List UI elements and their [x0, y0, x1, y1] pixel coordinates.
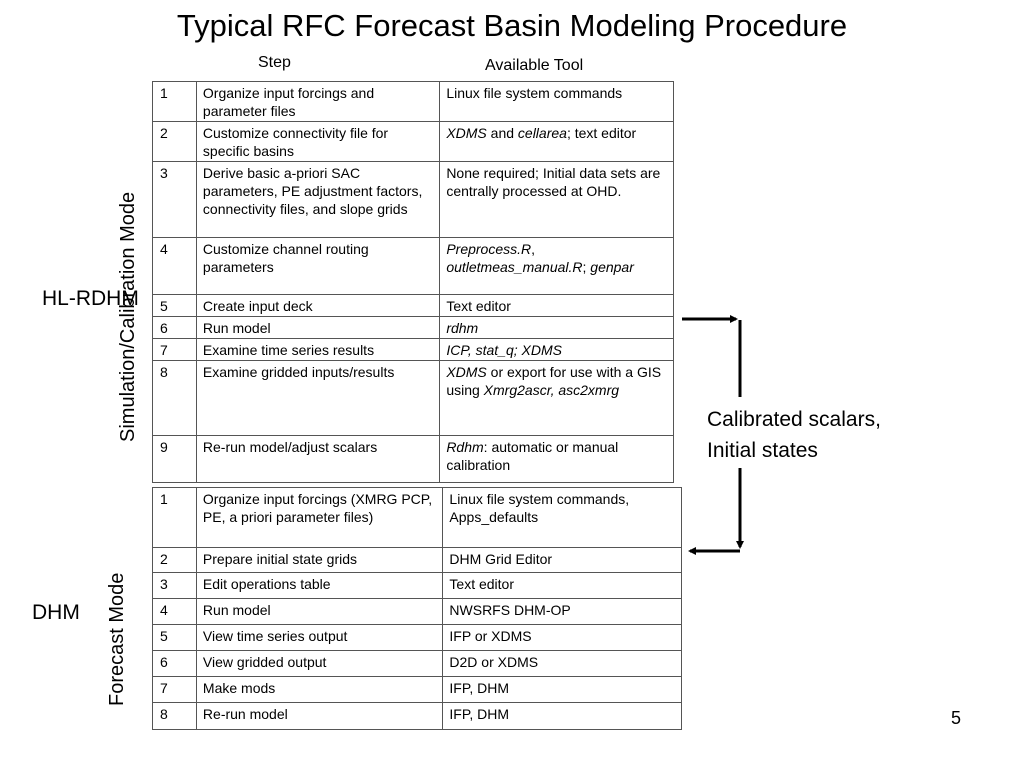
hl-rdhm-label: HL-RDHM: [42, 287, 139, 310]
note-line-2: Initial states: [707, 439, 818, 462]
tool-text: rdhm: [446, 320, 479, 336]
tool-text: cellarea: [517, 125, 567, 141]
available-tool: NWSRFS DHM-OP: [442, 598, 682, 625]
available-tool: XDMS or export for use with a GIS using …: [439, 360, 674, 436]
step-description: Examine gridded inputs/results: [195, 360, 441, 436]
tool-text: Linux file system commands: [446, 85, 623, 101]
available-tool: Linux file system commands: [439, 81, 674, 122]
available-tool: Rdhm: automatic or manual calibration: [439, 435, 674, 483]
step-number: 8: [152, 360, 197, 436]
tool-text: and: [486, 125, 518, 141]
available-tool: None required; Initial data sets are cen…: [439, 161, 674, 238]
available-tool: DHM Grid Editor: [442, 547, 682, 573]
available-tool: Preprocess.R, outletmeas_manual.R; genpa…: [439, 237, 674, 295]
step-number: 8: [152, 702, 197, 730]
tool-text: or export for use with a GIS using: [446, 364, 662, 398]
tool-text: Xmrg2ascr, asc2xmrg: [483, 382, 620, 398]
tool-text: None required; Initial data sets are cen…: [446, 165, 661, 199]
step-number: 1: [152, 81, 197, 122]
step-description: Derive basic a-priori SAC parameters, PE…: [195, 161, 441, 238]
available-tool: Text editor: [439, 294, 674, 317]
step-description: Re-run model: [195, 702, 444, 730]
step-column-header: Step: [258, 54, 291, 71]
step-description: Run model: [195, 598, 444, 625]
tool-text: genpar: [590, 259, 634, 275]
tool-text: Preprocess.R: [446, 241, 532, 257]
step-description: Edit operations table: [195, 572, 444, 599]
available-tool: Linux file system commands, Apps_default…: [442, 487, 682, 548]
step-number: 1: [152, 487, 197, 548]
tool-text: ;: [582, 259, 591, 275]
tool-text: Text editor: [446, 298, 511, 314]
note-line-1: Calibrated scalars,: [707, 408, 881, 431]
step-number: 2: [152, 121, 197, 162]
tool-text: ,: [531, 241, 536, 257]
available-tool: ICP, stat_q; XDMS: [439, 338, 674, 361]
tool-text: outletmeas_manual.R: [446, 259, 583, 275]
step-number: 6: [152, 650, 197, 677]
step-description: Organize input forcings (XMRG PCP, PE, a…: [195, 487, 444, 548]
page-title: Typical RFC Forecast Basin Modeling Proc…: [176, 8, 848, 43]
step-number: 3: [152, 161, 197, 238]
tool-text: XDMS: [446, 364, 487, 380]
dhm-label: DHM: [32, 601, 80, 624]
tool-column-header: Available Tool: [485, 57, 584, 74]
tool-text: ; text editor: [566, 125, 637, 141]
available-tool: IFP, DHM: [442, 676, 682, 703]
step-description: Customize channel routing parameters: [195, 237, 441, 295]
step-description: View gridded output: [195, 650, 444, 677]
step-description: Organize input forcings and parameter fi…: [195, 81, 441, 122]
calibrated-scalars-note: Calibrated scalars, Initial states: [707, 404, 881, 466]
tool-text: : automatic or manual calibration: [446, 439, 619, 473]
step-description: View time series output: [195, 624, 444, 651]
tool-text: ICP, stat_q; XDMS: [446, 342, 562, 358]
available-tool: IFP, DHM: [442, 702, 682, 730]
step-description: Re-run model/adjust scalars: [195, 435, 441, 483]
tool-text: XDMS: [446, 125, 487, 141]
tool-text: Rdhm: [446, 439, 484, 455]
page-number: 5: [951, 708, 962, 728]
step-number: 9: [152, 435, 197, 483]
